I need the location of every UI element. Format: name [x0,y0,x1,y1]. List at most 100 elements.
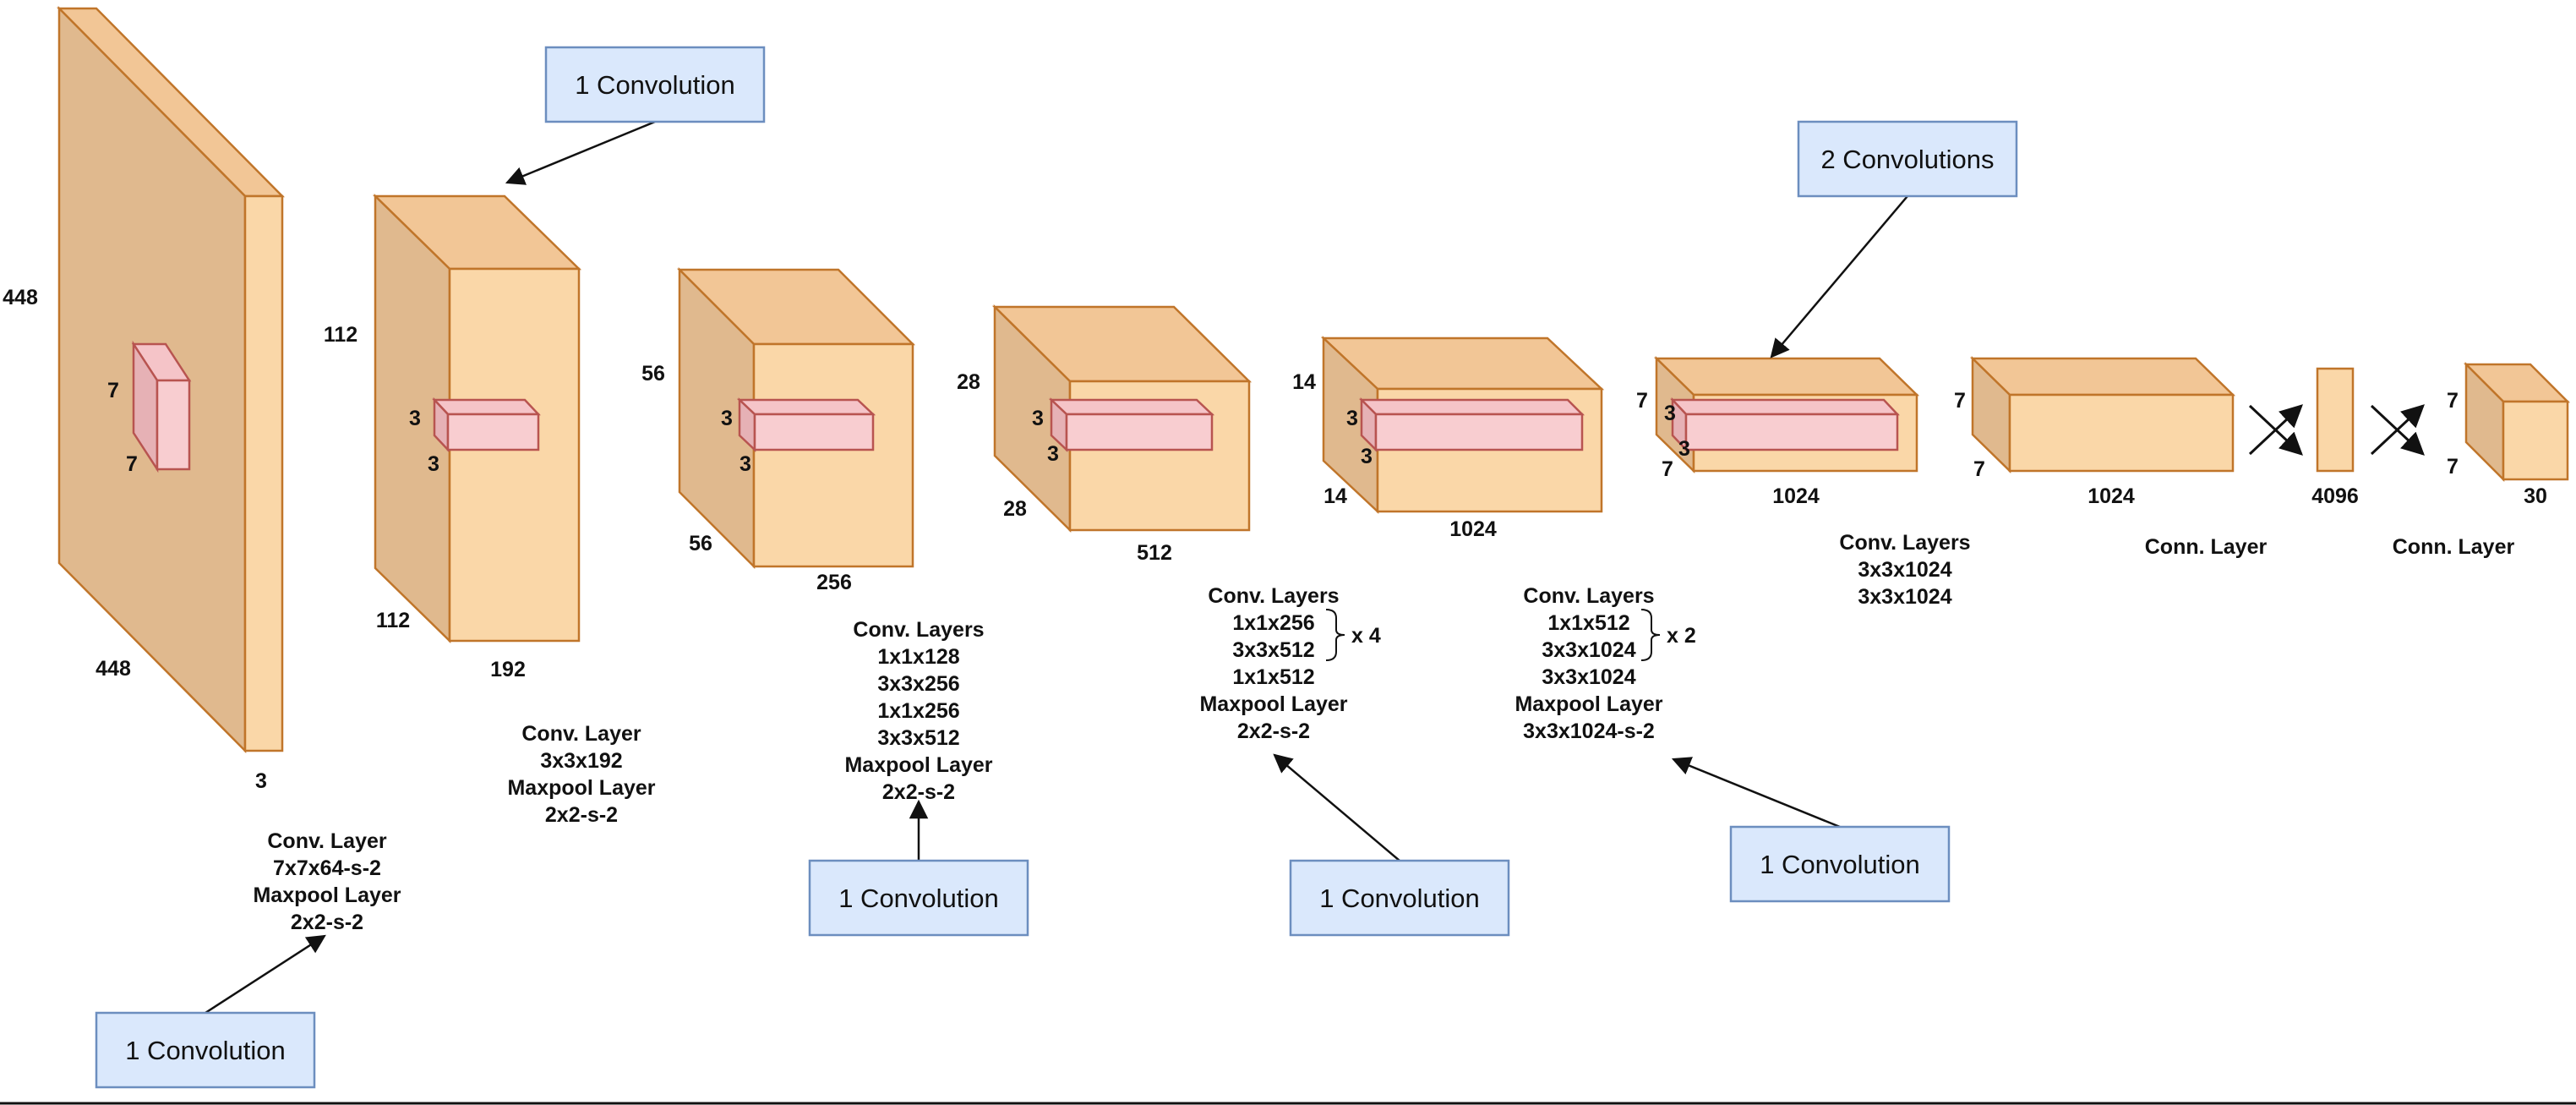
caption-line: 2x2-s-2 [882,780,955,804]
callout-label: 1 Convolution [125,1036,286,1065]
depth-label-256: 256 [816,571,852,594]
caption-line: 7x7x64-s-2 [273,856,381,880]
caption-line: Conv. Layer [267,829,387,853]
caption-line: Conv. Layers [1523,584,1654,608]
height-label-112: 112 [324,323,357,347]
depth-label-4096: 4096 [2311,484,2359,508]
feature-map-7-b-top-face [1969,357,2236,397]
depth-label-512: 512 [1137,541,1172,565]
callout-b4: 1 Convolution [1273,753,1510,937]
callout-arrow [205,934,326,1015]
callout-arrow [1770,195,1908,358]
caption-line: 1x1x256 [1232,611,1314,635]
feature-map-112 [372,194,582,643]
depth-label-30: 30 [2524,484,2547,508]
caption-line: 3x3x1024 [1542,638,1635,662]
fc-connection-arrow [2370,404,2425,456]
callout-box [544,46,766,123]
caption-line: Maxpool Layer [1514,692,1662,716]
width-label-448: 448 [96,657,131,681]
caption-line: 1x1x256 [877,699,959,723]
width-label-7: 7 [1973,457,1985,481]
width-label-56: 56 [689,532,712,555]
kernel-label: 3 [721,407,733,430]
callout-arrow [1671,757,1841,829]
depth-label-192: 192 [490,658,526,681]
caption-line: 3x3x1024-s-2 [1523,719,1655,743]
depth-label-1024: 1024 [2088,484,2135,508]
kernel-label: 3 [428,452,439,476]
feature-map-7-a-top-face [1653,357,1920,397]
height-label-448: 448 [3,286,38,309]
callout-box [808,859,1029,937]
caption-line: 2x2-s-2 [1237,719,1310,743]
callout-label: 2 Convolutions [1820,145,1994,174]
caption-line: 3x3x512 [877,726,959,750]
kernel-3x3-s5 [1358,397,1585,453]
fc-layer-4096 [2316,367,2355,473]
caption-line: 2x2-s-2 [545,803,618,827]
caption-line: Conv. Layers [1839,531,1970,555]
callout-label: 1 Convolution [1760,850,1920,879]
kernel-label: 3 [1346,407,1358,430]
width-label-28: 28 [1003,497,1027,521]
feature-map-56-front-face [752,342,914,568]
caption-c5: Conv. Layers1x1x5123x3x10243x3x1024Maxpo… [1514,584,1695,743]
caption-c4: Conv. Layers1x1x2563x3x5121x1x512Maxpool… [1199,584,1380,743]
kernel-label: 3 [1664,402,1676,425]
caption-line: 3x3x512 [1232,638,1314,662]
fc-connection-arrow [2248,404,2303,456]
feature-map-7-b-front-face [2008,393,2235,473]
height-label-56: 56 [641,362,665,386]
repeat-brace [1325,609,1345,661]
kernel-3x3-s5-top-face [1358,398,1585,416]
caption-line: 1x1x128 [877,645,959,669]
height-label-7: 7 [1636,389,1648,413]
callout-label: 1 Convolution [575,70,735,100]
caption-line: 3x3x256 [877,672,959,696]
kernel-label: 3 [409,407,421,430]
caption-line: Conn. Layer [2145,535,2268,559]
height-label-14: 14 [1292,370,1316,394]
callout-label: 1 Convolution [1319,883,1480,913]
callout-box [1729,825,1951,903]
callout-label: 1 Convolution [838,883,999,913]
caption-line: Conv. Layers [853,618,984,642]
kernel-label: 3 [1032,407,1044,430]
callout-box [1289,859,1510,937]
kernel-3x3-s2 [432,397,541,453]
width-label-7: 7 [2447,455,2459,479]
height-label-28: 28 [957,370,980,394]
caption-line: 2x2-s-2 [291,911,363,934]
kernel-3x3-s3 [736,397,876,452]
caption-line: Conv. Layer [521,722,641,746]
height-label-7: 7 [1954,389,1966,413]
kernel-3x3-s3-front-face [753,413,875,451]
kernel-label: 3 [1047,442,1059,466]
caption-line: 3x3x192 [540,749,622,773]
caption-c3: Conv. Layers 1x1x128 3x3x256 1x1x256 3x3x512… [844,618,992,804]
kernel-7x7 [131,340,192,473]
caption-line: 3x3x1024 [1542,665,1635,689]
callout-b2: 1 Convolution [505,46,766,185]
repeat-count: x 2 [1667,624,1696,648]
caption-line: 3x3x1024 [1858,558,1951,582]
kernel-3x3-s4-top-face [1048,398,1215,416]
caption-line: 1x1x512 [1232,665,1314,689]
feature-map-112-front-face [448,267,581,643]
callout-box [95,1011,316,1089]
kernel-3x3-s6-front-face [1684,413,1899,451]
repeat-count: x 4 [1351,624,1381,648]
caption-c6: Conv. Layers 3x3x1024 3x3x1024 [1839,531,1970,609]
kernel-3x3-s6 [1670,397,1900,453]
caption-line: 3x3x1024 [1858,585,1951,609]
kernel-label: 3 [740,452,751,476]
feature-map-7-b [1969,356,2236,473]
kernel-label: 3 [1361,445,1373,468]
caption-line: Maxpool Layer [844,753,992,777]
caption-c8: Conn. Layer [2393,535,2515,559]
callout-arrow [1273,753,1400,862]
